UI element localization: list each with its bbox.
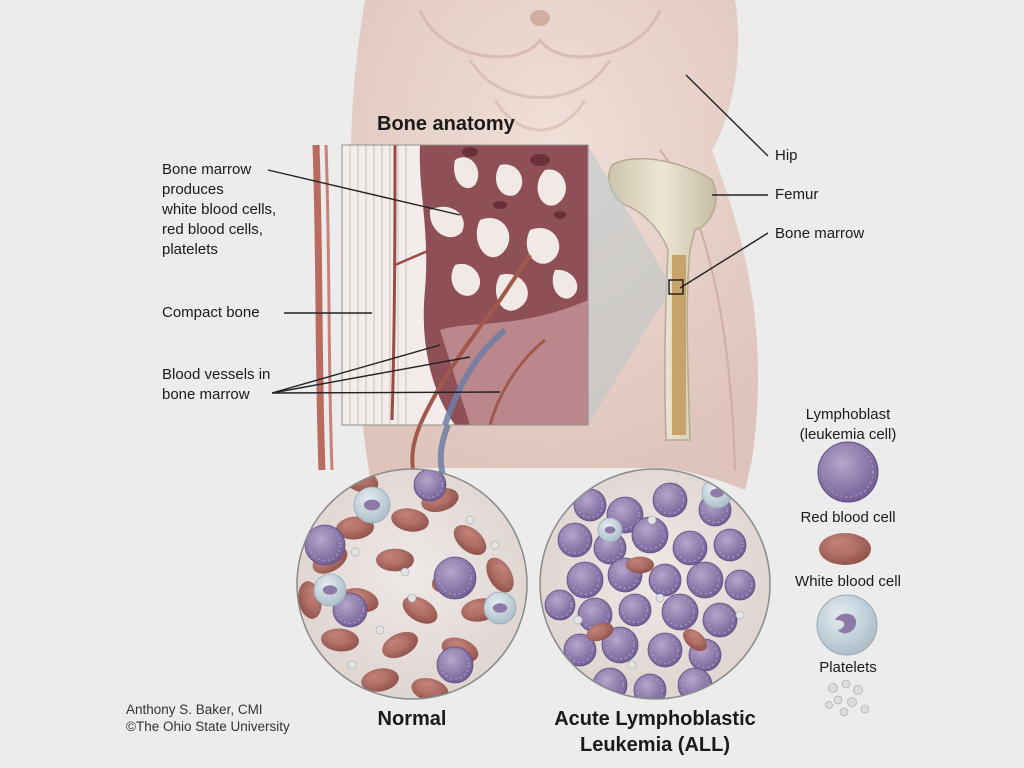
lymphoblast-cell (573, 488, 607, 522)
leader-lines (267, 74, 769, 394)
lymphoblast-cell (566, 561, 604, 599)
red-blood-cell (486, 557, 514, 593)
lymphoblast-cell (433, 556, 477, 600)
red-blood-cell (391, 508, 429, 532)
label-bone-marrow-produces: Bone marrow produces white blood cells, … (162, 160, 276, 260)
zoom-connector (588, 145, 668, 425)
lymphoblast-cell (618, 593, 652, 627)
red-blood-cell (586, 622, 614, 642)
red-blood-cell (382, 631, 418, 659)
outer-vessel (312, 144, 334, 471)
lymphoblast-cell (633, 673, 667, 699)
label-line: Bone marrow (162, 161, 252, 178)
caption-line: Leukemia (ALL) (579, 734, 731, 756)
platelet (407, 593, 417, 603)
white-blood-cell (353, 486, 391, 524)
red-blood-cell (361, 668, 399, 692)
legend-lymphoblast-label: Lymphoblast (leukemia cell) (773, 405, 923, 445)
red-blood-cell (376, 548, 414, 572)
lymphoblast-cell (702, 602, 738, 638)
lymphoblast-cell (544, 589, 576, 621)
lymphoblast-cell (648, 563, 682, 597)
white-blood-cell (313, 573, 347, 607)
label-line: produces (162, 181, 224, 198)
platelet (655, 593, 665, 603)
legend-platelets-label: Platelets (819, 659, 877, 676)
lymphoblast-cell (713, 528, 747, 562)
white-blood-cell (597, 517, 623, 543)
lymphoblast-cell (563, 633, 597, 667)
label-femur: Femur (775, 186, 819, 203)
platelet (490, 540, 500, 550)
red-blood-cell (402, 596, 438, 624)
white-blood-cell (483, 591, 517, 625)
caption-all: Acute Lymphoblastic Leukemia (ALL) (530, 706, 780, 758)
platelet (735, 610, 745, 620)
diagram-title: Bone anatomy (377, 113, 515, 135)
platelet (400, 567, 410, 577)
lymphoblast-cell (413, 469, 447, 502)
lymphoblast-cell (557, 522, 593, 558)
label-blood-vessels: Blood vessels in bone marrow (162, 365, 270, 405)
credit-line: ©The Ohio State University (126, 719, 290, 734)
red-blood-cell (336, 516, 374, 540)
lymphoblast-cell (592, 667, 628, 699)
lymphoblast-cell (304, 524, 346, 566)
platelet (573, 615, 583, 625)
red-blood-cell (682, 628, 708, 652)
legend-line: Lymphoblast (805, 406, 891, 423)
label-bone-marrow: Bone marrow (775, 225, 865, 242)
label-line: Blood vessels in (162, 366, 271, 383)
platelet (375, 625, 385, 635)
platelet (347, 660, 357, 670)
label-hip: Hip (775, 147, 798, 164)
caption-line: Acute Lymphoblastic (554, 708, 756, 730)
red-blood-cell (321, 628, 359, 652)
label-line: bone marrow (162, 386, 250, 403)
label-line: white blood cells, (162, 201, 277, 218)
lymphoblast-cell (647, 632, 683, 668)
legend-red-blood-cell-icon (819, 533, 871, 565)
lymphoblast-cell (724, 569, 756, 601)
bone-anatomy-panel (342, 145, 588, 425)
label-line: platelets (162, 241, 218, 258)
lymphoblast-cell (672, 530, 708, 566)
lymphoblast-cell (661, 593, 699, 631)
platelet (350, 547, 360, 557)
legend-line: (leukemia cell) (799, 426, 897, 443)
legend-white-blood-cell-icon (816, 594, 878, 656)
platelet (627, 660, 637, 670)
lymphoblast-cell (686, 561, 724, 599)
lymphoblast-cell (677, 667, 713, 699)
red-blood-cell (626, 556, 654, 574)
caption-normal: Normal (377, 708, 447, 730)
legend-platelets-icon (825, 679, 870, 717)
platelet (465, 515, 475, 525)
label-compact-bone: Compact bone (162, 304, 260, 321)
platelet (647, 515, 657, 525)
credit: Anthony S. Baker, CMI ©The Ohio State Un… (126, 701, 290, 735)
femur-bone (608, 158, 717, 441)
legend-white-blood-cell-label: White blood cell (795, 573, 901, 590)
lymphoblast-cell (601, 626, 639, 664)
credit-line: Anthony S. Baker, CMI (126, 702, 263, 717)
legend-red-blood-cell-label: Red blood cell (800, 509, 896, 526)
red-blood-cell (453, 524, 487, 556)
lymphoblast-cell (436, 646, 474, 684)
label-line: red blood cells, (162, 221, 263, 238)
normal-blood-circle (296, 468, 528, 700)
legend-lymphoblast-icon (817, 441, 879, 503)
lymphoblast-cell (652, 482, 688, 518)
all-blood-circle (539, 468, 771, 700)
